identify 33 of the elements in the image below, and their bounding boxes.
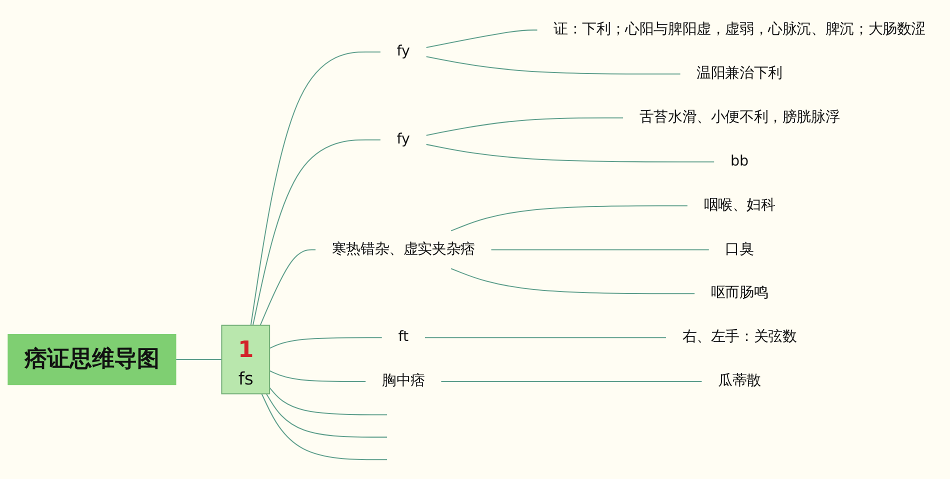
branch-line <box>426 117 624 136</box>
branch-line <box>426 144 714 162</box>
node-text: 温阳兼治下利 <box>696 65 782 82</box>
node-text: 寒热错杂、虚实夹杂痞 <box>332 241 475 258</box>
branch-line <box>269 387 388 416</box>
branch-line <box>426 30 538 48</box>
branch-line <box>426 56 680 74</box>
node-text: 胸中痞 <box>382 372 425 390</box>
branch-line <box>450 205 688 232</box>
branch-line <box>424 337 666 338</box>
branch-line <box>260 249 316 326</box>
node-text: bb <box>730 153 749 170</box>
node-box: 1 fs <box>221 324 270 394</box>
node-text: 舌苔水滑、小便不利，膀胱脉浮 <box>639 109 840 126</box>
node-text: 瓜蒂散 <box>718 372 761 390</box>
branch-line <box>269 337 382 349</box>
branch-line <box>252 139 380 326</box>
branch-line <box>266 394 388 438</box>
branch-line <box>250 52 380 326</box>
node-text: 证：下利；心阳与脾阳虚，虚弱，心脉沉、脾沉；大肠数涩 <box>554 21 926 38</box>
branch-line <box>450 268 695 294</box>
branch-line <box>261 394 388 460</box>
node-text: 咽喉、妇科 <box>704 197 776 214</box>
node-text: fy <box>396 43 410 60</box>
node-text: 口臭 <box>725 241 754 258</box>
node-text: ft <box>398 328 409 346</box>
node-text: 呕而肠鸣 <box>710 284 768 302</box>
node-text: 右、左手：关弦数 <box>682 328 797 346</box>
node-text: fy <box>396 131 410 148</box>
branch-line <box>491 249 709 250</box>
branch-line <box>441 381 702 382</box>
branch-line <box>269 370 366 382</box>
branch-line <box>176 359 222 360</box>
